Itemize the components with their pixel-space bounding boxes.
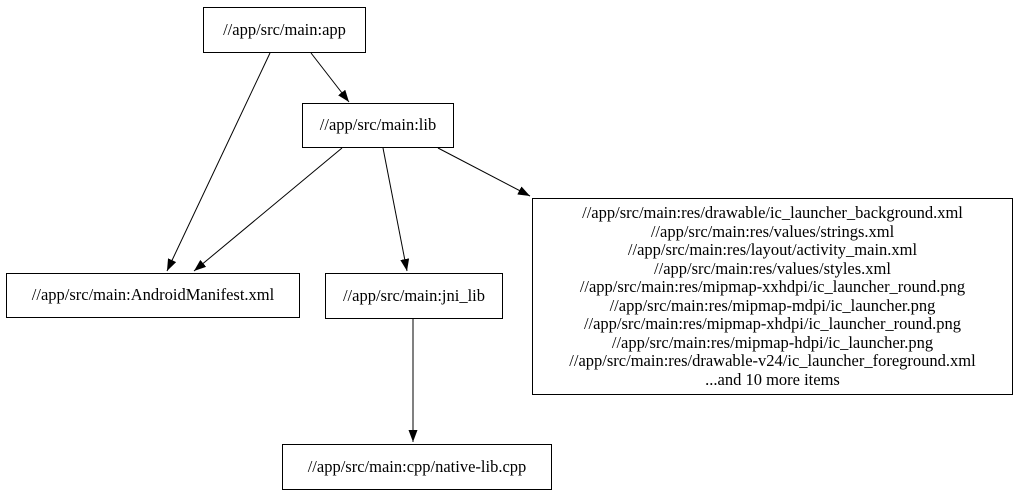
res-item: //app/src/main:res/drawable-v24/ic_launc… [569,351,976,370]
node-lib-target: //app/src/main:lib [302,103,454,148]
res-item: //app/src/main:res/values/styles.xml [654,258,891,278]
edge-app-to-lib [310,52,350,103]
edge-lib-to-manifest [193,147,343,272]
node-res-group: //app/src/main:res/drawable/ic_launcher_… [532,198,1013,395]
node-native-lib-cpp: //app/src/main:cpp/native-lib.cpp [282,444,552,490]
node-label: //app/src/main:lib [319,115,437,135]
res-item: //app/src/main:res/mipmap-xxhdpi/ic_laun… [579,277,966,296]
edge-app-to-manifest [166,52,271,272]
node-label: //app/src/main:AndroidManifest.xml [31,285,275,305]
node-label: //app/src/main:jni_lib [342,285,486,305]
res-item: //app/src/main:res/drawable/ic_launcher_… [582,203,963,222]
res-item: //app/src/main:res/mipmap-mdpi/ic_launch… [609,295,936,315]
res-item: //app/src/main:res/mipmap-hdpi/ic_launch… [611,332,934,352]
res-item: //app/src/main:res/mipmap-xhdpi/ic_launc… [583,314,962,333]
res-item: //app/src/main:res/values/strings.xml [650,221,895,241]
node-jni-lib: //app/src/main:jni_lib [325,273,503,319]
edge-lib-to-jni_lib [382,147,410,272]
node-android-manifest: //app/src/main:AndroidManifest.xml [6,273,300,318]
edge-lib-to-res [437,147,531,197]
node-label: //app/src/main:cpp/native-lib.cpp [307,456,527,476]
res-overflow-note: ...and 10 more items [705,369,840,389]
node-app-target: //app/src/main:app [203,7,366,53]
node-label: //app/src/main:app [223,19,346,39]
res-item: //app/src/main:res/layout/activity_main.… [627,240,918,259]
